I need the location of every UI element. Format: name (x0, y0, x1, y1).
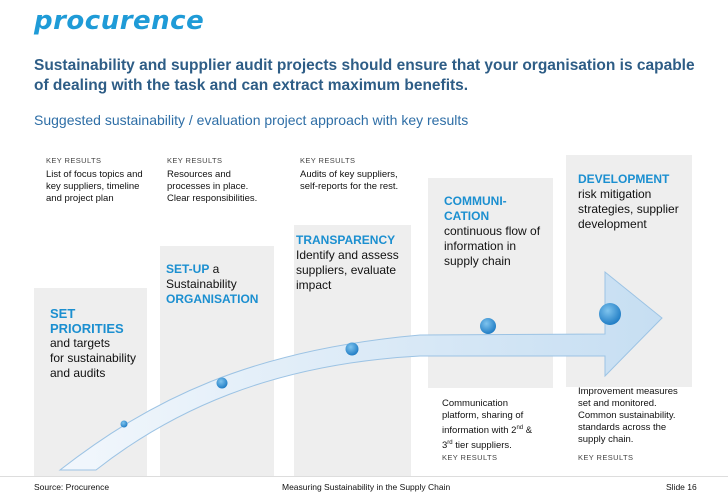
stage-setup: SET-UP a Sustainability ORGANISATION (166, 262, 276, 307)
footer-divider (0, 476, 728, 477)
milestone-dot (345, 342, 359, 356)
stage-priorities-text-line3: and audits (50, 366, 106, 380)
stage-priorities-title-line2: PRIORITIES (50, 321, 124, 336)
key-results-label: KEY RESULTS (167, 156, 223, 165)
stage-priorities: SET PRIORITIES and targets for sustainab… (50, 306, 150, 381)
stage-transparency: TRANSPARENCY Identify and assess supplie… (296, 233, 412, 293)
milestone-dot (120, 420, 128, 428)
key-results-label: KEY RESULTS (300, 156, 356, 165)
stage-communication-text: continuous flow of information in supply… (444, 224, 541, 268)
kr-communication-line1: Communication (442, 398, 508, 409)
key-results-priorities: List of focus topics and key suppliers, … (46, 169, 143, 204)
milestone-dot (216, 377, 228, 389)
stage-communication-title-line2: CATION (444, 209, 490, 223)
procurence-logo: procurence (34, 6, 205, 36)
stage-priorities-text-line2: for sustainability (50, 351, 137, 365)
stage-priorities-title-line1: SET (50, 306, 76, 321)
milestone-dot (599, 303, 621, 325)
key-results-transparency: Audits of key suppliers, self-reports fo… (300, 169, 399, 192)
stage-communication: COMMUNI- CATION continuous flow of infor… (444, 194, 552, 269)
kr-communication-sup-nd: nd (516, 425, 524, 431)
stage-block-setup (160, 246, 274, 476)
stage-transparency-title: TRANSPARENCY (296, 233, 396, 247)
kr-communication-line4: 3 (442, 440, 448, 452)
key-results-label: KEY RESULTS (46, 156, 102, 165)
kr-communication-line4-end: tier suppliers. (452, 440, 512, 452)
footer-slide-number: Slide 16 (666, 482, 697, 492)
milestone-dot (480, 318, 496, 334)
key-results-label: KEY RESULTS (442, 453, 498, 462)
stage-communication-title-line1: COMMUNI- (444, 194, 507, 208)
key-results-setup: Resources and processes in place. Clear … (167, 169, 258, 204)
slide-headline: Sustainability and supplier audit projec… (34, 57, 695, 94)
stage-transparency-text: Identify and assess suppliers, evaluate … (296, 248, 399, 292)
kr-communication-sup-rd: rd (447, 440, 453, 447)
slide-subheading: Suggested sustainability / evaluation pr… (34, 112, 469, 128)
stage-development: DEVELOPMENT risk mitigation strategies, … (578, 172, 688, 232)
footer-source: Source: Procurence (34, 482, 110, 492)
key-results-development: Improvement measures set and monitored. … (578, 386, 678, 445)
kr-communication-line3: information with 2 (442, 425, 517, 437)
key-results-label: KEY RESULTS (578, 453, 634, 462)
key-results-communication: Communication platform, sharing of infor… (442, 398, 560, 452)
stage-setup-text: Sustainability (166, 277, 237, 291)
footer-title: Measuring Sustainability in the Supply C… (282, 482, 451, 492)
kr-communication-line3-end: & (523, 425, 533, 437)
stage-setup-title: SET-UP (166, 262, 210, 276)
stage-priorities-text-line1: and targets (50, 336, 111, 350)
kr-communication-line2: platform, sharing of (442, 410, 524, 421)
stage-development-text: risk mitigation strategies, supplier dev… (578, 187, 679, 231)
stage-development-title: DEVELOPMENT (578, 172, 670, 186)
stage-setup-organisation: ORGANISATION (166, 292, 259, 306)
stage-setup-article: a (209, 262, 220, 276)
